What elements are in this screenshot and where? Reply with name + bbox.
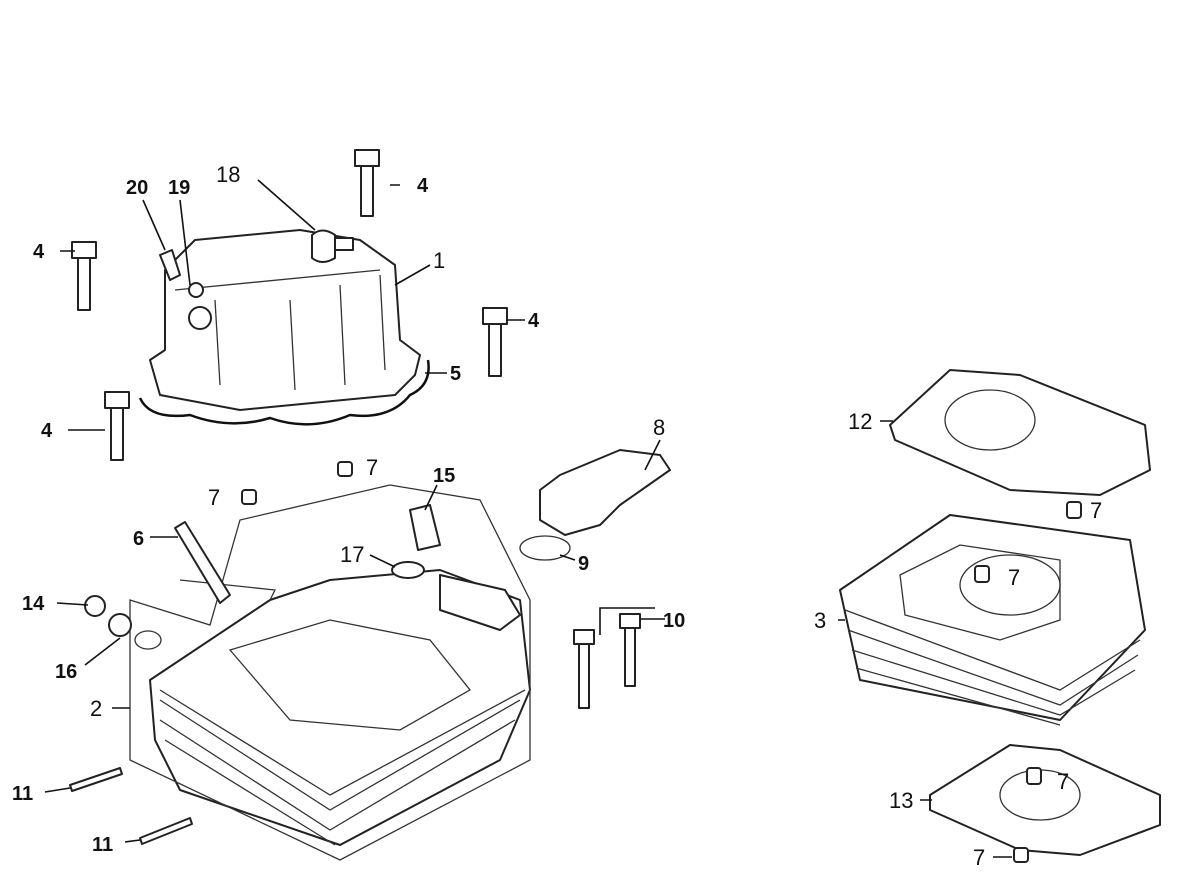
callout-11: 11 — [92, 834, 113, 856]
callout-17: 17 — [340, 542, 364, 567]
callout-11: 11 — [12, 783, 33, 805]
callout-2: 2 — [90, 696, 102, 721]
callout-4: 4 — [417, 175, 429, 197]
callout-1: 1 — [433, 248, 445, 273]
callout-13: 13 — [889, 788, 913, 813]
callout-10: 10 — [663, 610, 685, 632]
callout-8: 8 — [653, 415, 665, 440]
cylinder-base-gasket-part — [929, 744, 1161, 856]
valve-cover-gasket-part — [138, 359, 430, 426]
callout-18: 18 — [216, 162, 240, 187]
callout-4: 4 — [41, 420, 53, 442]
callout-7: 7 — [208, 485, 220, 510]
callout-14: 14 — [22, 593, 45, 615]
temperature-sensor-part — [409, 504, 441, 551]
callout-5: 5 — [450, 363, 461, 385]
cylinder-head-part — [129, 484, 531, 861]
o-ring-part — [519, 535, 571, 561]
callout-4: 4 — [528, 310, 540, 332]
callout-9: 9 — [578, 553, 589, 575]
callout-6: 6 — [133, 528, 144, 550]
callout-15: 15 — [433, 465, 455, 487]
callout-7: 7 — [1008, 565, 1020, 590]
seal-part — [391, 561, 425, 579]
intake-manifold-part — [539, 449, 671, 536]
callout-7: 7 — [366, 455, 378, 480]
stud-part — [139, 817, 193, 845]
leader-lines — [44, 179, 1012, 858]
callout-4: 4 — [33, 241, 45, 263]
callout-16: 16 — [55, 661, 77, 683]
cylinder-head-gasket-part — [889, 369, 1151, 496]
dowel-pin-part — [241, 461, 1082, 863]
callout-19: 19 — [168, 177, 190, 199]
callout-7: 7 — [1057, 769, 1069, 794]
bolt-part — [71, 149, 641, 709]
callout-labels: 20 19 18 4 4 1 4 5 4 7 7 15 8 6 17 9 14 … — [12, 162, 1102, 870]
callout-20: 20 — [126, 177, 148, 199]
cylinder-part — [839, 514, 1146, 726]
callout-7: 7 — [1090, 498, 1102, 523]
spark-plug-part — [174, 521, 231, 604]
callout-7: 7 — [973, 845, 985, 870]
stud-part — [69, 767, 123, 792]
plug-part — [84, 595, 106, 617]
valve-cover-part — [149, 229, 421, 411]
callout-12: 12 — [848, 409, 872, 434]
callout-3: 3 — [814, 608, 826, 633]
